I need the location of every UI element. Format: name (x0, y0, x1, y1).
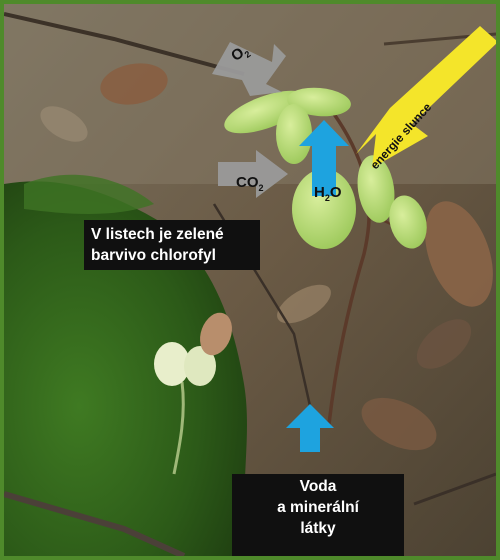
co2-label-subscript: 2 (259, 183, 264, 193)
caption-line: V listech je zelené (91, 224, 253, 245)
water-minerals-caption: Voda a minerální látky (232, 474, 404, 556)
caption-line: látky (239, 518, 397, 539)
h2o-label-subscript: 2 (325, 193, 330, 203)
chlorophyll-caption: V listech je zelené barvivo chlorofyl (84, 220, 260, 270)
caption-line: barvivo chlorofyl (91, 245, 253, 266)
co2-label-main: CO (236, 174, 259, 191)
caption-line: Voda (239, 476, 397, 497)
caption-line: a minerální (239, 497, 397, 518)
h2o-label-main: H (314, 184, 325, 201)
h2o-label-tail: O (330, 184, 342, 201)
co2-label: CO2 (236, 174, 264, 191)
leaf (276, 104, 312, 164)
h2o-label: H2O (314, 184, 342, 201)
